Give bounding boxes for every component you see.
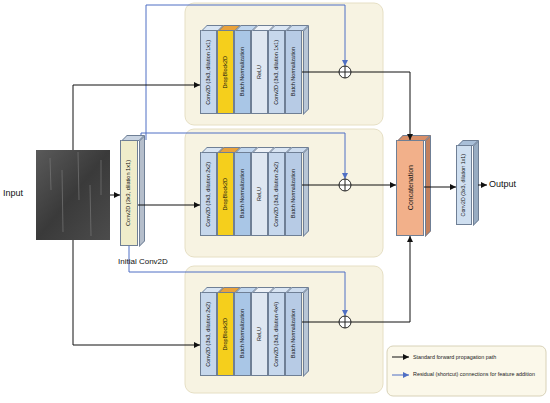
depth-face — [139, 135, 145, 247]
layer-slice: Conv2D (3x3, dilation 1x1) — [200, 30, 217, 114]
layer-label: Conv2D (3x3, dilation 1x1) — [274, 40, 280, 105]
add-symbol — [339, 179, 351, 191]
layer-label: Batch Normalization — [291, 169, 297, 218]
layer-label: Conv2D (3x3, dilation 4x4) — [274, 302, 280, 367]
add-circle — [339, 316, 351, 328]
layer-label: Batch Normalization — [240, 47, 246, 96]
add-cross — [339, 66, 351, 78]
layer-slice: Conv2D (3x3, dilation 2x2) — [200, 292, 217, 376]
layer-label: ReLU — [257, 65, 263, 79]
output-arrow — [478, 185, 487, 186]
depth-face — [473, 140, 479, 226]
layer-label: ReLU — [257, 327, 263, 341]
box-label: Conv2D (3x3, dilation 1x1) — [126, 160, 132, 226]
concat-box: Concatenation — [396, 140, 424, 236]
layer-slice: Batch Normalization — [234, 292, 251, 376]
box-label: Conv2D (3x3, dilation 1x1) — [461, 154, 466, 216]
layer-label: Conv2D (3x3, dilation 1x1) — [206, 40, 212, 105]
layer-slice: DropBlock2D — [217, 292, 234, 376]
layer-label: Conv2D (3x3, dilation 2x2) — [206, 162, 212, 227]
add-symbol — [339, 316, 351, 328]
add-symbol — [339, 66, 351, 78]
input-image — [36, 150, 110, 240]
flow-arrow — [424, 187, 456, 188]
image-streak — [101, 160, 102, 195]
box-heading: Initial Conv2D — [118, 257, 168, 266]
residual-line — [146, 5, 345, 140]
flow-arrow — [110, 195, 120, 196]
add-circle — [339, 66, 351, 78]
depth-face — [425, 135, 431, 237]
image-streak — [78, 152, 79, 200]
layer-slice: DropBlock2D — [217, 152, 234, 236]
layer-slice: Batch Normalization — [285, 30, 302, 114]
flow-arrow — [138, 205, 200, 206]
branch-block: Conv2D (3x3, dilation 2x2) DropBlock2D Bat… — [200, 152, 302, 236]
layer-slice: Batch Normalization — [285, 292, 302, 376]
layer-label: DropBlock2D — [223, 56, 229, 88]
box-label: Concatenation — [407, 165, 414, 210]
input-image-node: Input — [36, 150, 110, 240]
legend-entry: Residual (shortcut) connections for feat… — [413, 371, 545, 378]
layer-label: Batch Normalization — [240, 309, 246, 358]
add-cross — [339, 316, 351, 328]
add-circle — [339, 179, 351, 191]
layer-slice: Batch Normalization — [234, 152, 251, 236]
layer-slice: ReLU — [251, 152, 268, 236]
image-streak — [62, 170, 63, 232]
layer-label: Conv2D (3x3, dilation 2x2) — [274, 162, 280, 227]
layer-label: Conv2D (3x3, dilation 2x2) — [206, 302, 212, 367]
layer-slice: Conv2D (3x3, dilation 2x2) — [200, 152, 217, 236]
flow-arrow — [302, 185, 396, 186]
io-label: Output — [489, 179, 516, 189]
layer-slice: Batch Normalization — [285, 152, 302, 236]
layer-label: DropBlock2D — [223, 318, 229, 350]
layer-slice: Batch Normalization — [234, 30, 251, 114]
layer-label: Batch Normalization — [291, 47, 297, 96]
conv-layer-box: Conv2D (3x3, dilation 1x1)Initial Conv2D — [120, 140, 138, 246]
legend-entry: Standard forward propagation path — [413, 354, 545, 361]
legend-box — [387, 346, 546, 396]
image-texture — [50, 152, 101, 236]
flow-arrow — [302, 72, 410, 140]
legend-text: Residual (shortcut) connections for feat… — [413, 371, 535, 377]
branch-panel — [185, 129, 383, 257]
depth-face — [303, 25, 309, 115]
flow-arrow — [73, 240, 200, 345]
layer-slice: Conv2D (3x3, dilation 2x2) — [268, 152, 285, 236]
layer-slice: Conv2D (3x3, dilation 1x1) — [268, 30, 285, 114]
box-heading: Input — [3, 188, 23, 198]
layer-label: Batch Normalization — [240, 169, 246, 218]
branch-panel — [185, 3, 383, 125]
layer-slice: ReLU — [251, 292, 268, 376]
image-streak — [90, 185, 91, 236]
layer-label: Batch Normalization — [291, 309, 297, 358]
legend-sample-arrow — [392, 357, 409, 358]
add-cross — [339, 179, 351, 191]
depth-face — [303, 147, 309, 237]
legend-text: Standard forward propagation path — [413, 354, 496, 360]
layer-slice: DropBlock2D — [217, 30, 234, 114]
layer-slice: ReLU — [251, 30, 268, 114]
flow-arrow — [73, 85, 200, 150]
branch-panel — [185, 266, 383, 393]
layer-slice: Conv2D (3x3, dilation 4x4) — [268, 292, 285, 376]
conv-layer-box: Conv2D (3x3, dilation 1x1) — [456, 145, 472, 225]
depth-face — [303, 287, 309, 377]
flow-arrow — [302, 236, 410, 322]
layer-label: DropBlock2D — [223, 178, 229, 210]
branch-block: Conv2D (3x3, dilation 1x1) DropBlock2D Bat… — [200, 30, 302, 114]
branch-block: Conv2D (3x3, dilation 2x2) DropBlock2D Bat… — [200, 292, 302, 376]
layer-label: ReLU — [257, 187, 263, 201]
legend-sample-arrow — [392, 375, 409, 376]
image-streak — [50, 158, 51, 190]
